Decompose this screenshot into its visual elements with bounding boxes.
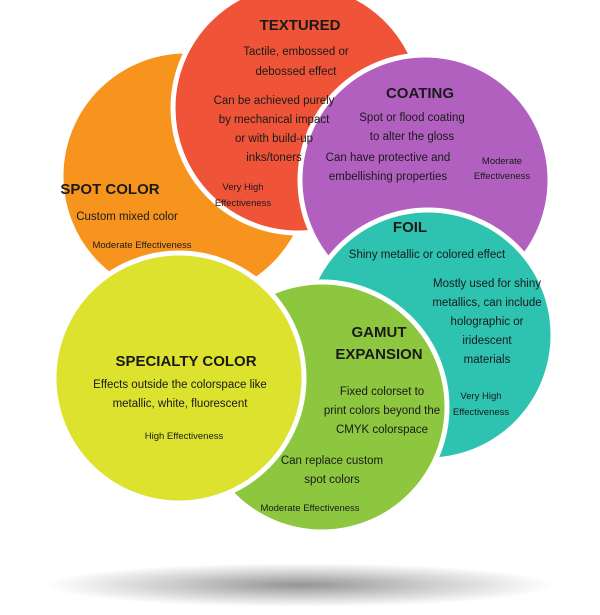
foil-description-line: Shiny metallic or colored effect	[349, 249, 506, 261]
gamut-expansion-title-line: EXPANSION	[335, 346, 422, 363]
foil-detail-line: Mostly used for shiny	[433, 278, 541, 290]
specialty-color-title-line: SPECIALTY COLOR	[115, 353, 256, 370]
drop-shadow	[45, 563, 555, 607]
specialty-color-petal	[51, 250, 307, 506]
textured-description-line: Tactile, embossed or	[243, 46, 349, 58]
textured-detail-line: inks/toners	[246, 152, 302, 164]
spot-color-title-line: SPOT COLOR	[60, 181, 159, 198]
petal-labels: TEXTURED Tactile, embossed or debossed eff…	[60, 17, 541, 514]
textured-effectiveness-line: Very High	[222, 182, 263, 193]
foil-detail-line: iridescent	[462, 335, 512, 347]
gamut-expansion-detail-line: Can replace custom	[281, 455, 383, 467]
coating-effectiveness-line: Moderate	[482, 156, 522, 167]
textured-description-line: debossed effect	[256, 66, 338, 78]
gamut-expansion-description-line: Fixed colorset to	[340, 386, 424, 398]
coating-description-line: Spot or flood coating	[359, 112, 465, 124]
textured-detail-line: Can be achieved purely	[214, 95, 335, 107]
coating-detail-line: embellishing properties	[329, 171, 448, 183]
foil-effectiveness-line: Very High	[460, 391, 501, 402]
foil-detail-line: metallics, can include	[432, 297, 541, 309]
specialty-color-effectiveness-line: High Effectiveness	[145, 431, 224, 442]
gamut-expansion-title-line: GAMUT	[352, 324, 407, 341]
gamut-expansion-effectiveness-line: Moderate Effectiveness	[260, 503, 359, 514]
coating-detail-line: Can have protective and	[326, 152, 451, 164]
specialty-color-description-line: Effects outside the colorspace like	[93, 379, 267, 391]
textured-detail-line: or with build-up	[235, 133, 313, 145]
coating-title-line: COATING	[386, 85, 454, 102]
gamut-expansion-description-line: CMYK colorspace	[336, 424, 428, 436]
foil-effectiveness-line: Effectiveness	[453, 407, 510, 418]
coating-description-line: to alter the gloss	[370, 131, 455, 143]
gamut-expansion-detail-line: spot colors	[304, 474, 360, 486]
petal-circles	[51, 0, 556, 535]
foil-detail-line: materials	[464, 354, 511, 366]
textured-effectiveness-line: Effectiveness	[215, 198, 272, 209]
coating-effectiveness-line: Effectiveness	[474, 171, 531, 182]
spot-color-effectiveness-line: Moderate Effectiveness	[92, 240, 191, 251]
specialty-color-description-line: metallic, white, fluorescent	[113, 398, 249, 410]
foil-title-line: FOIL	[393, 219, 427, 236]
foil-detail-line: holographic or	[451, 316, 524, 328]
textured-title-line: TEXTURED	[260, 17, 341, 34]
gamut-expansion-description-line: print colors beyond the	[324, 405, 440, 417]
textured-detail-line: by mechanical impact	[219, 114, 330, 126]
spot-color-description-line: Custom mixed color	[76, 211, 178, 223]
